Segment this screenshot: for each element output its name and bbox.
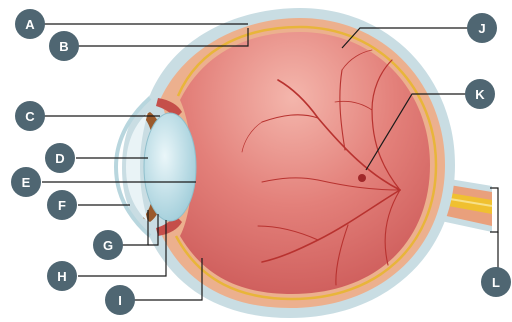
label-badge-a: A bbox=[15, 9, 45, 39]
label-badge-g: G bbox=[93, 230, 123, 260]
svg-text:K: K bbox=[475, 87, 485, 102]
svg-text:F: F bbox=[58, 198, 66, 213]
svg-text:H: H bbox=[57, 269, 66, 284]
label-badge-b: B bbox=[49, 31, 79, 61]
label-badge-l: L bbox=[481, 267, 511, 297]
macula bbox=[358, 174, 366, 182]
label-badge-c: C bbox=[15, 101, 45, 131]
svg-text:A: A bbox=[25, 17, 35, 32]
label-badge-i: I bbox=[105, 285, 135, 315]
svg-text:G: G bbox=[103, 238, 113, 253]
label-badge-e: E bbox=[11, 167, 41, 197]
label-badge-h: H bbox=[47, 261, 77, 291]
svg-text:E: E bbox=[22, 175, 31, 190]
lens bbox=[144, 113, 196, 221]
label-badge-d: D bbox=[45, 143, 75, 173]
svg-text:B: B bbox=[59, 39, 68, 54]
svg-text:J: J bbox=[478, 21, 485, 36]
vitreous-body bbox=[180, 32, 430, 294]
label-badge-k: K bbox=[465, 79, 495, 109]
label-badge-f: F bbox=[47, 190, 77, 220]
svg-text:I: I bbox=[118, 293, 122, 308]
svg-text:C: C bbox=[25, 109, 35, 124]
svg-text:L: L bbox=[492, 275, 500, 290]
label-badge-j: J bbox=[467, 13, 497, 43]
svg-text:D: D bbox=[55, 151, 64, 166]
